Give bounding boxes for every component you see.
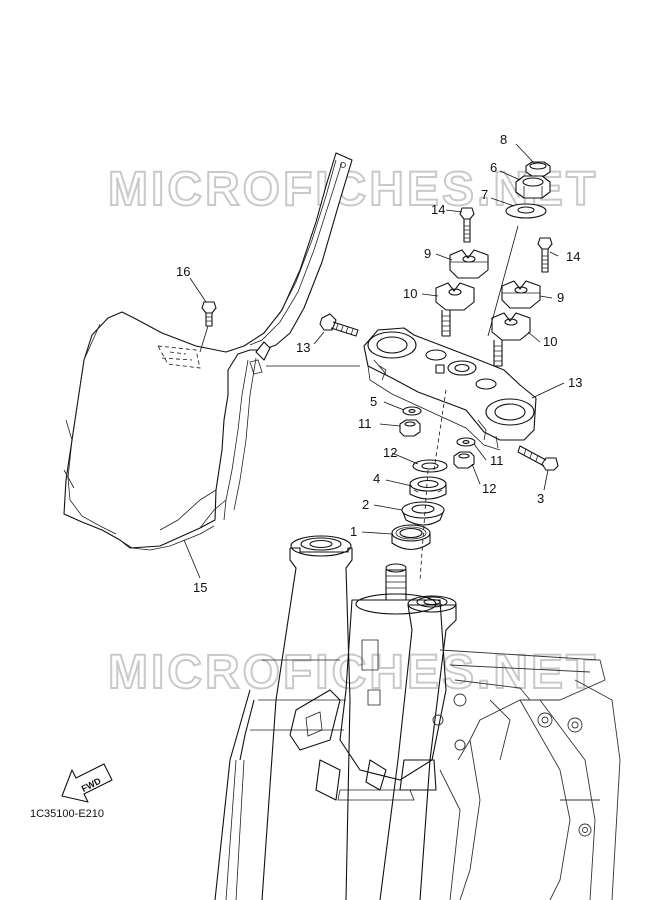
guide-line-lower (419, 389, 447, 581)
guide-line-bolt16 (199, 325, 209, 353)
bearing-1 (391, 524, 431, 551)
callout-3: 4 (373, 471, 380, 486)
callout-1: 1 (350, 524, 357, 539)
watermark-bottom: MICROFICHES.NET (108, 646, 598, 699)
callout-13-left: 13 (296, 340, 310, 355)
nut-6 (515, 175, 551, 199)
upper-triple-clamp (363, 327, 537, 451)
callout-8: 8 (500, 132, 507, 147)
washer-4 (412, 459, 448, 473)
callout-14-right: 14 (566, 249, 580, 264)
guide-line-stem (487, 225, 519, 337)
callout-11-left: 5 (370, 394, 377, 409)
bolt-13-right (517, 445, 559, 471)
bolt-16 (201, 301, 217, 327)
bolt-14-left (459, 207, 475, 243)
callout-9-left: 9 (424, 246, 431, 261)
ring-nut-3 (409, 476, 447, 500)
callout-14-left: 14 (431, 202, 445, 217)
nut-12-left (399, 419, 421, 437)
callout-12-right: 12 (482, 481, 496, 496)
callout-6: 6 (490, 160, 497, 175)
callout-15: 15 (193, 580, 207, 595)
fork-and-frame (214, 535, 621, 900)
fwd-arrow-icon: FWD (61, 763, 113, 803)
handlebar-holder-right (491, 280, 541, 367)
washer-11-right (456, 437, 476, 447)
number-plate (63, 152, 353, 551)
callout-4: 12 (383, 445, 397, 460)
bolt-14-right (537, 237, 553, 273)
triple-clamp-body (363, 327, 537, 441)
callout-7: 7 (481, 187, 488, 202)
callout-10-left: 10 (403, 286, 417, 301)
callout-12-left: 11 (358, 416, 372, 431)
washer-7 (505, 203, 547, 219)
nut-8 (525, 161, 551, 177)
bolt-13-left (319, 313, 359, 337)
callout-10-right: 10 (543, 334, 557, 349)
callout-5: 13 (568, 375, 582, 390)
callout-2: 2 (362, 497, 369, 512)
diagram-code: 1C35100-E210 (30, 808, 105, 820)
washer-11-left (402, 406, 422, 416)
callouts: 8 6 7 14 14 9 9 10 10 16 13 13 5 11 11 1… (176, 132, 582, 595)
handlebar-holder-left (435, 249, 489, 337)
callout-9-right: 9 (557, 290, 564, 305)
leader-lines (183, 143, 565, 579)
callout-13-right: 3 (537, 491, 544, 506)
bearing-cover-2 (401, 501, 445, 526)
nut-12-right (453, 451, 475, 469)
callout-16: 16 (176, 264, 190, 279)
callout-11-right: 11 (490, 453, 504, 468)
